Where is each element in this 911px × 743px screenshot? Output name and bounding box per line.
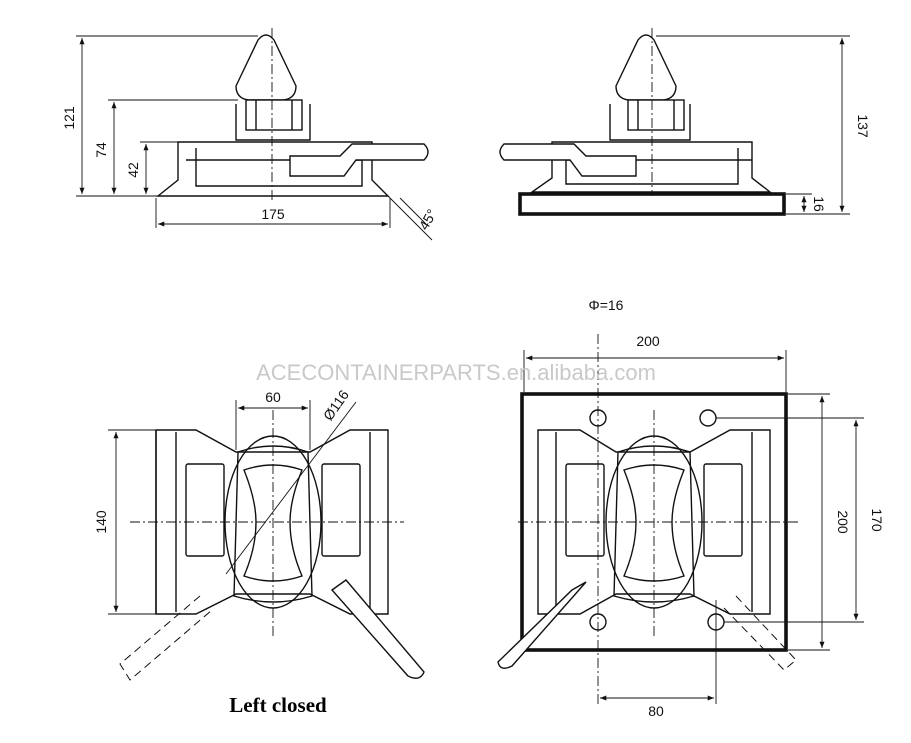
dim-16: 16: [811, 196, 827, 212]
dim-137: 137: [855, 114, 871, 138]
side-view-left: [76, 28, 433, 241]
dim-diameter-116: Ø116: [320, 387, 352, 424]
dim-60: 60: [265, 389, 281, 405]
dim-74: 74: [93, 142, 109, 158]
dim-200-horizontal: 200: [636, 333, 660, 349]
dim-hole-diameter: Φ=16: [589, 297, 624, 313]
watermark-text: ACECONTAINERPARTS.en.alibaba.com: [256, 360, 656, 385]
caption-left-closed: Left closed: [229, 693, 327, 717]
dim-140: 140: [93, 510, 109, 534]
dim-121: 121: [61, 106, 77, 130]
plan-view-right: [497, 334, 864, 704]
dim-80: 80: [648, 703, 664, 719]
dim-45-deg: 45°: [415, 206, 439, 232]
side-view-right: [499, 28, 850, 216]
dim-170: 170: [869, 508, 885, 532]
plan-view-left: [108, 400, 425, 681]
dim-200-vertical: 200: [835, 510, 851, 534]
dim-175: 175: [261, 206, 285, 222]
dim-42: 42: [125, 162, 141, 178]
